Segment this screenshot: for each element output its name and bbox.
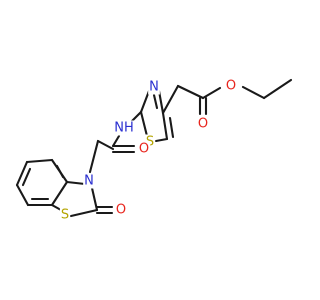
bond-ch2-n-benzo <box>88 139 100 174</box>
bond-thiazole-c5-c4-inner <box>168 116 175 139</box>
atom-o-ester-carbonyl: O <box>198 117 208 132</box>
bond-benz-c7-c6 <box>25 158 54 164</box>
bond-amide-c-ch2 <box>96 139 115 151</box>
atom-label-background <box>59 207 71 223</box>
bond-nh-amide-c <box>111 134 121 148</box>
bond-benz-c5-c4 <box>15 183 30 207</box>
atom-o-ester: O <box>226 79 236 94</box>
bond-thiazole-c4-n-inner <box>152 93 159 110</box>
bond-thiazole-s-c5 <box>154 137 169 143</box>
atom-label-background <box>148 79 160 95</box>
bond-s-c3a <box>50 203 63 212</box>
bond-benz-c6-c5 <box>15 160 29 187</box>
bond-benz-c7a-c3a <box>50 180 69 207</box>
atom-s-benzothiazolone: S <box>61 208 69 223</box>
molecule-structure-diagram: O O N S NH O N S O <box>15 78 293 223</box>
atom-o-amide: O <box>139 142 149 157</box>
bond-benz-inner-1 <box>55 164 65 179</box>
atom-n-thiazole: N <box>149 80 159 95</box>
atom-label-background <box>224 78 238 94</box>
atom-n-benzothiazolone: N <box>84 174 94 189</box>
bonds <box>15 78 293 218</box>
bond-n-c7a <box>65 180 87 186</box>
bond-o-carbonyl-c <box>201 86 222 100</box>
atom-label-background <box>196 116 210 132</box>
bond-c2-nh <box>129 110 143 124</box>
bond-thiazole-ch2 <box>161 84 180 115</box>
atom-label-background <box>114 202 128 218</box>
atom-labels: O O N S NH O N S O <box>59 78 238 223</box>
bond-thiazole-n-c2 <box>139 89 151 114</box>
atom-label-background <box>83 173 95 189</box>
bond-thiazole-c4-n <box>157 89 165 115</box>
atom-o-benzothiazolone: O <box>116 203 126 218</box>
atom-label-background <box>113 120 135 136</box>
bond-ch2-ester-c <box>176 84 205 100</box>
bond-c2-s <box>69 208 99 218</box>
atom-nh-amide: NH <box>114 121 134 136</box>
bond-n-c2 <box>90 186 99 212</box>
bond-thiazole-c5-c4 <box>161 111 169 141</box>
bond-ethyl-ch2-o <box>241 85 266 100</box>
atom-label-background <box>137 141 151 157</box>
bond-benz-inner-2 <box>21 167 32 187</box>
bond-ethyl-ch3 <box>262 78 293 100</box>
